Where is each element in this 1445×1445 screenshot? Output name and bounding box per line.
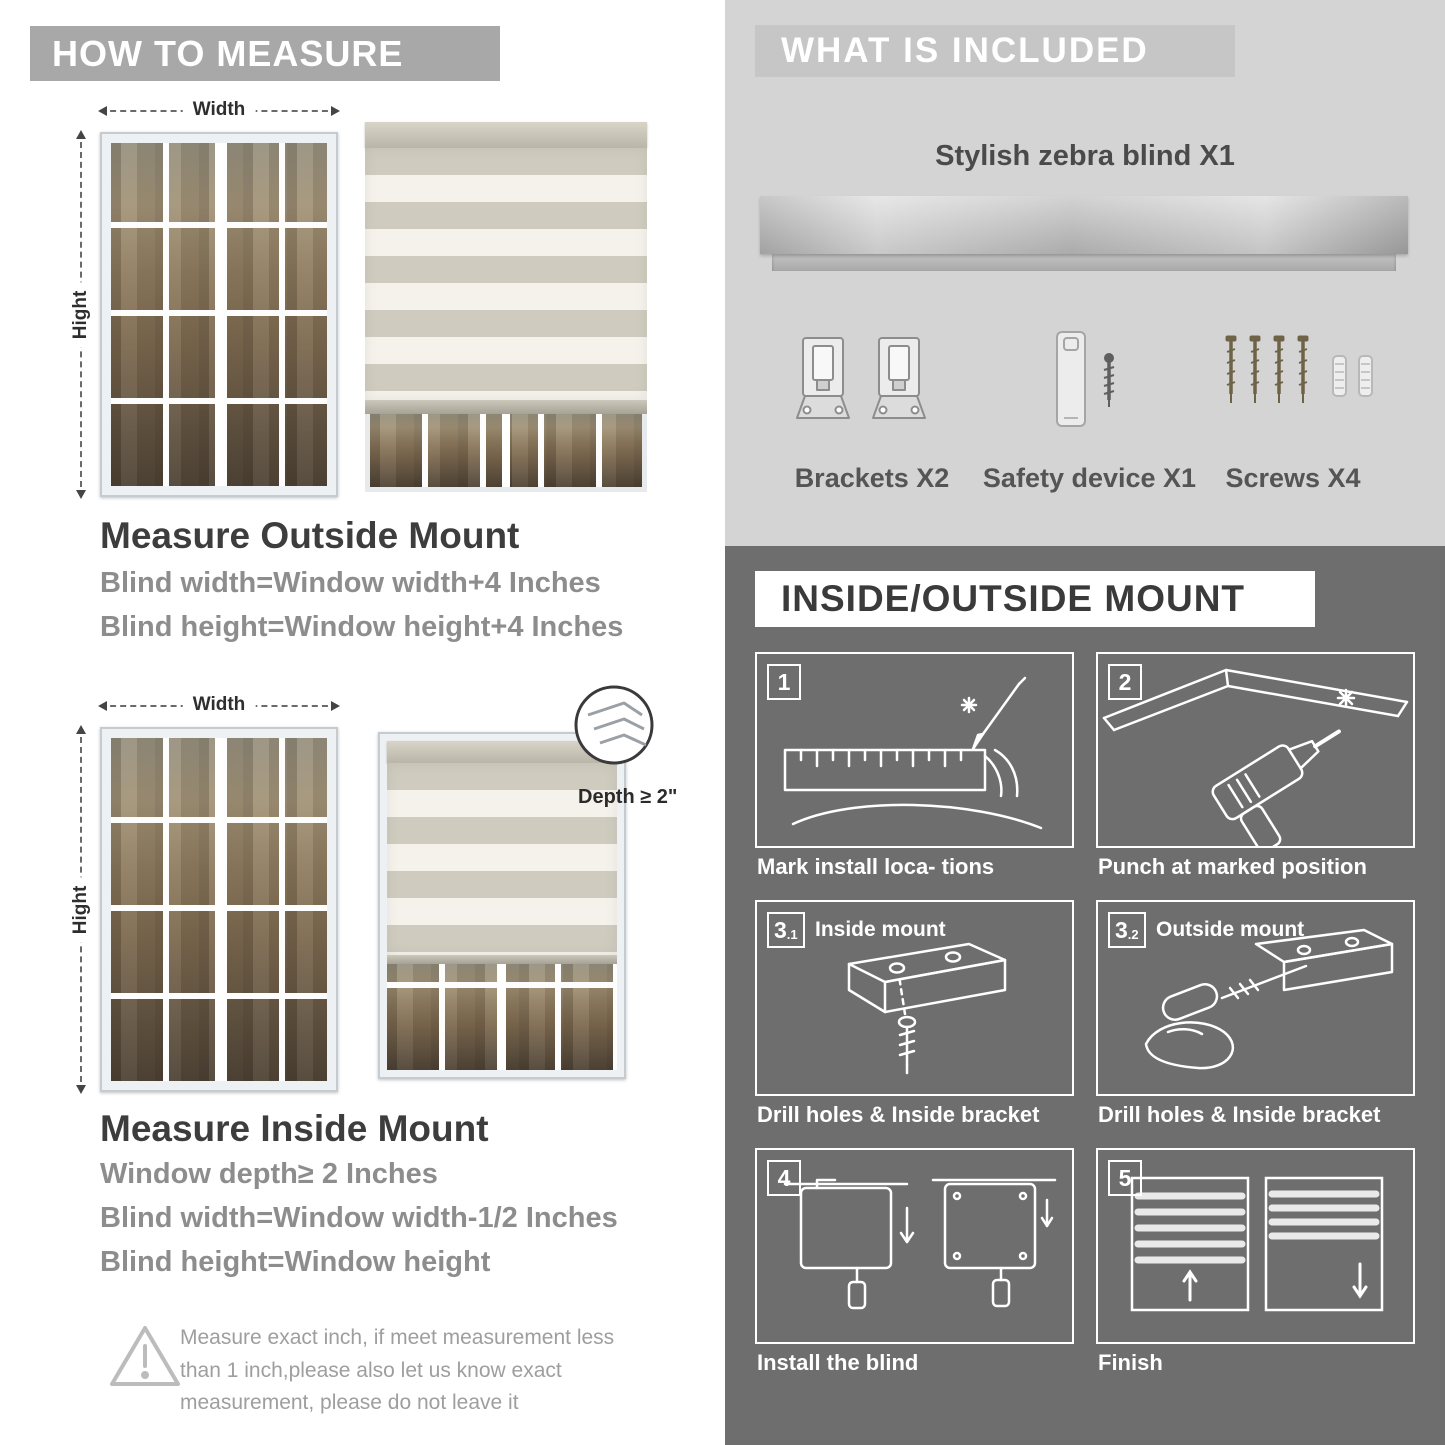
step-panel: 5 — [1096, 1148, 1415, 1344]
bracket-icon — [872, 337, 926, 419]
inside-bracket-illustration — [847, 942, 1007, 1075]
window-illustration — [100, 132, 338, 497]
width-label: Width — [182, 99, 256, 121]
step-number: 5 — [1118, 1164, 1132, 1191]
height-label: Hight — [70, 877, 92, 942]
width-label: Width — [182, 694, 256, 716]
zebra-blind-headrail-lip — [772, 254, 1396, 271]
depth-note: Depth ≥ 2" — [578, 786, 678, 808]
frame-corner-detail-icon — [574, 685, 654, 765]
step-panel: 3.2 Outside mount — [1096, 900, 1415, 1096]
step-inner-label: Inside mount — [815, 918, 946, 941]
width-arrow: Width — [98, 694, 340, 716]
step-caption: Drill holes & Inside bracket — [757, 1102, 1040, 1127]
included-items — [725, 324, 1445, 454]
height-arrow: Hight — [70, 130, 92, 499]
step-number-badge: 5 — [1108, 1160, 1142, 1196]
inside-formula-width: Blind width=Window width-1/2 Inches — [100, 1202, 618, 1234]
step-number: 1 — [777, 668, 791, 695]
what-is-included-header: WHAT IS INCLUDED — [755, 25, 1235, 77]
step-panel: 1 — [755, 652, 1074, 848]
height-label: Hight — [70, 282, 92, 347]
step-panel: 4 — [755, 1148, 1074, 1344]
step-number: 4 — [777, 1164, 791, 1191]
step-number: 3 — [774, 916, 787, 943]
step-caption: Mark install loca- tions — [757, 854, 995, 879]
zebra-blind-headrail — [760, 196, 1408, 254]
zebra-blind-inside-illustration — [378, 732, 626, 1079]
zebra-blind-outside-illustration — [365, 122, 647, 492]
step-subnumber: .1 — [786, 927, 798, 942]
blind-cassette — [365, 122, 647, 148]
screws-label: Screws X4 — [1225, 463, 1361, 493]
zebra-blind-quantity-label: Stylish zebra blind X1 — [935, 140, 1235, 172]
inside-formula-height: Blind height=Window height — [100, 1246, 491, 1278]
step-3-2: 3.2 Outside mount Drill holes & Inside b… — [1096, 900, 1415, 1144]
mount-steps-grid: 1 Mark install loca- tions — [755, 652, 1415, 1392]
inside-formula-depth: Window depth≥ 2 Inches — [100, 1158, 438, 1190]
ruler-marking-illustration — [783, 676, 1043, 830]
measure-warning-note: Measure exact inch, if meet measurement … — [180, 1326, 615, 1415]
outside-formula-height: Blind height=Window height+4 Inches — [100, 611, 624, 643]
step-panel: 3.1 Inside mount — [755, 900, 1074, 1096]
finish-blind-illustration — [1130, 1176, 1384, 1312]
blind-bottom-rail — [387, 955, 617, 964]
mount-instructions-section: INSIDE/OUTSIDE MOUNT — [725, 546, 1445, 1445]
window-below-blind — [365, 414, 647, 492]
outside-formula-width: Blind width=Window width+4 Inches — [100, 567, 601, 599]
drill-illustration — [1102, 668, 1409, 846]
step-caption: Install the blind — [757, 1350, 919, 1375]
install-blind-illustration — [783, 1178, 1057, 1310]
step-2: 2 Punch at marked position — [1096, 652, 1415, 896]
how-to-measure-header: HOW TO MEASURE — [30, 26, 500, 81]
screws-icon — [1225, 335, 1373, 403]
step-number-badge: 3.2 — [1108, 912, 1146, 948]
blind-bottom-rail — [365, 400, 647, 414]
step-caption: Finish — [1098, 1350, 1163, 1375]
window-glass — [111, 143, 327, 486]
anchor-icon — [1332, 355, 1373, 397]
safety-device-icon — [1056, 331, 1115, 427]
width-arrow: Width — [98, 99, 340, 121]
warning-triangle-icon — [106, 1322, 184, 1397]
step-subnumber: .2 — [1127, 927, 1139, 942]
step-number-badge: 2 — [1108, 664, 1142, 700]
mount-section-header: INSIDE/OUTSIDE MOUNT — [755, 571, 1315, 627]
window-below-blind — [387, 964, 617, 1070]
bracket-icon — [796, 337, 850, 419]
safety-device-label: Safety device X1 — [982, 463, 1197, 493]
inside-mount-title: Measure Inside Mount — [100, 1108, 489, 1149]
window-illustration — [100, 727, 338, 1092]
outside-bracket-illustration — [1144, 928, 1394, 1070]
step-caption: Punch at marked position — [1098, 854, 1367, 879]
height-arrow: Hight — [70, 725, 92, 1094]
what-is-included-section: WHAT IS INCLUDED Stylish zebra blind X1 — [725, 0, 1445, 546]
step-number: 3 — [1115, 916, 1128, 943]
step-caption: Drill holes & Inside bracket — [1098, 1102, 1381, 1127]
depth-detail-circle — [573, 684, 655, 766]
blind-cassette — [387, 741, 617, 763]
brackets-label: Brackets X2 — [794, 463, 950, 493]
blind-stripes — [365, 148, 647, 400]
outside-mount-title: Measure Outside Mount — [100, 515, 520, 556]
step-4: 4 Install the blind — [755, 1148, 1074, 1392]
step-inner-label: Outside mount — [1156, 918, 1305, 941]
step-number: 2 — [1118, 668, 1132, 695]
step-1: 1 Mark install loca- tions — [755, 652, 1074, 896]
step-number-badge: 3.1 — [767, 912, 805, 948]
step-number-badge: 1 — [767, 664, 801, 700]
step-3-1: 3.1 Inside mount Drill holes & Inside br… — [755, 900, 1074, 1144]
window-glass — [111, 738, 327, 1081]
step-number-badge: 4 — [767, 1160, 801, 1196]
step-panel: 2 — [1096, 652, 1415, 848]
blind-stripes — [387, 763, 617, 955]
step-5: 5 Finish — [1096, 1148, 1415, 1392]
